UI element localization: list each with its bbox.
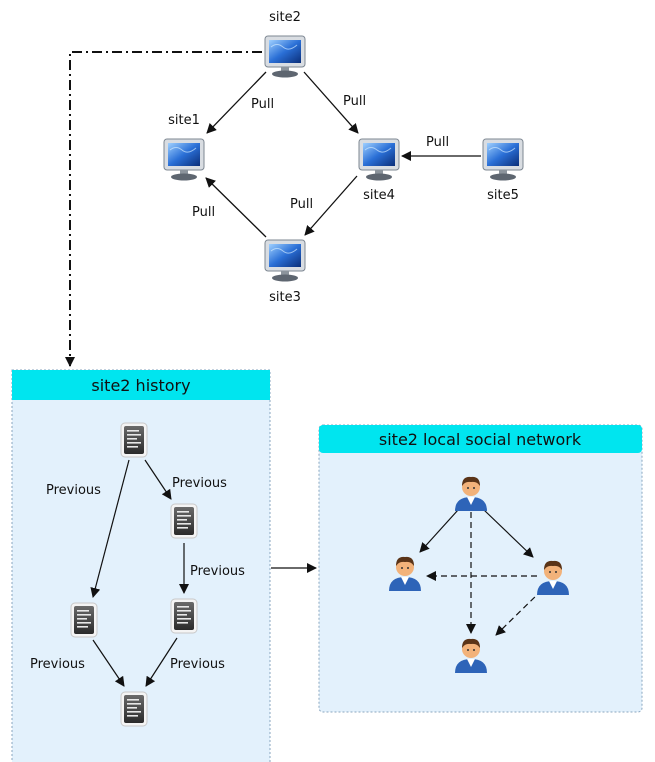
monitor-icon	[163, 138, 205, 181]
pull-edge-site2-site4: Pull	[303, 71, 366, 134]
pull-label: Pull	[251, 97, 274, 112]
site3-node: site3	[264, 239, 306, 305]
previous-label: Previous	[190, 564, 245, 579]
site4-node: site4	[358, 138, 400, 203]
site3-label: site3	[269, 290, 301, 305]
site2-label: site2	[269, 10, 301, 25]
pull-edge-site3-site1: Pull	[192, 177, 267, 238]
monitor-icon	[264, 35, 306, 78]
previous-edge	[145, 637, 178, 687]
site4-label: site4	[363, 188, 395, 203]
site1-label: site1	[168, 113, 200, 128]
monitor-icon	[482, 138, 524, 181]
social-edge-dashed	[495, 589, 543, 636]
previous-label: Previous	[30, 657, 85, 672]
site1-node: site1	[163, 113, 205, 181]
history-panel-title: site2 history	[91, 376, 190, 395]
pull-edge-site2-site1: Pull	[206, 71, 274, 134]
pull-label: Pull	[343, 94, 366, 109]
site5-label: site5	[487, 188, 519, 203]
previous-edge	[90, 459, 130, 598]
social-title-bar	[319, 425, 642, 453]
monitor-icon	[264, 239, 306, 282]
site2-history-connector	[65, 51, 262, 367]
monitor-icon	[358, 138, 400, 181]
previous-label: Previous	[172, 476, 227, 491]
document-icon	[170, 503, 198, 539]
pull-label: Pull	[426, 135, 449, 150]
document-icon	[170, 598, 198, 634]
site2-node: site2	[264, 10, 306, 78]
social-network-panel: site2 local social network	[318, 424, 643, 713]
pull-label: Pull	[290, 197, 313, 212]
social-edge	[419, 509, 459, 553]
history-panel: site2 history Previous Previous Previous…	[11, 369, 271, 762]
site5-node: site5	[482, 138, 524, 203]
document-icon	[70, 602, 98, 638]
previous-label: Previous	[46, 483, 101, 498]
pull-edge-site4-site3: Pull	[290, 175, 358, 236]
history-title-bar	[12, 370, 270, 400]
social-edge	[483, 509, 534, 558]
pull-label: Pull	[192, 205, 215, 220]
previous-edge	[144, 459, 172, 500]
document-icon	[120, 691, 148, 727]
pull-edge-site5-site4: Pull	[401, 135, 481, 161]
previous-edge	[92, 639, 125, 687]
document-icon	[120, 422, 148, 458]
previous-label: Previous	[170, 657, 225, 672]
social-panel-title: site2 local social network	[379, 430, 582, 449]
